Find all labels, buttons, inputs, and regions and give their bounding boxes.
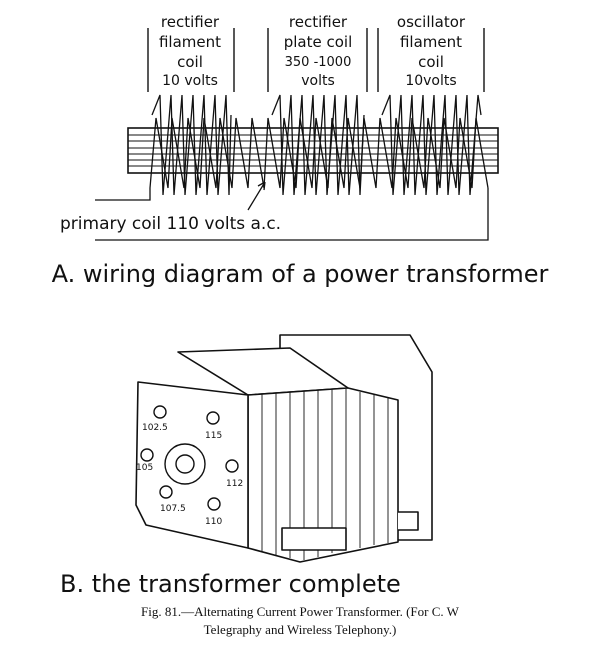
primary-lead-wire (95, 188, 489, 241)
diagram-a-title: A. wiring diagram of a power transformer (52, 260, 549, 288)
rectifier-filament-coil-label: rectifier filament coil 10 volts (159, 13, 221, 89)
label-line: filament (159, 33, 221, 51)
tap-labels: 102.5 105 107.5 110 112 115 (136, 423, 243, 527)
label-line: plate coil (284, 33, 353, 51)
transformer-drawing (135, 334, 433, 563)
bracket (267, 28, 368, 92)
rectifier-filament-winding (151, 94, 232, 196)
primary-winding (149, 117, 489, 189)
oscillator-filament-winding (381, 94, 482, 196)
label-line: rectifier (289, 13, 348, 31)
diagram-b-title: B. the transformer complete (60, 570, 401, 598)
label-line: rectifier (161, 13, 220, 31)
tap-terminal (206, 411, 220, 425)
mounting-foot (281, 527, 347, 551)
tap-label: 110 (205, 517, 222, 527)
rectifier-plate-winding (271, 94, 365, 196)
label-line: filament (400, 33, 462, 51)
bracket (147, 28, 235, 92)
tap-terminals (140, 405, 239, 511)
label-line: coil (177, 53, 203, 71)
tap-label: 107.5 (160, 504, 186, 514)
label-line: volts (301, 73, 335, 89)
label-line: 10 volts (162, 73, 218, 89)
fin-lines (261, 389, 389, 560)
selector-knob-hub (175, 454, 195, 474)
tap-terminal (140, 448, 154, 462)
label-line: 350 -1000 (285, 55, 352, 70)
tap-label: 115 (205, 431, 222, 441)
tap-terminal (207, 497, 221, 511)
tap-terminal (159, 485, 173, 499)
bracket (377, 28, 485, 92)
tap-terminal (153, 405, 167, 419)
wiring-diagram: primary coil 110 volts a.c. (60, 94, 499, 241)
label-arrow (247, 181, 266, 211)
primary-lead-wire (95, 188, 151, 201)
figure-caption-line-2: Telegraphy and Wireless Telephony.) (203, 622, 397, 637)
tap-label: 112 (226, 479, 243, 489)
tap-terminal (225, 459, 239, 473)
label-line: coil (418, 53, 444, 71)
label-line: oscillator (397, 13, 466, 31)
rectifier-plate-coil-label: rectifier plate coil 350 -1000 volts (284, 13, 353, 89)
tap-label: 105 (136, 463, 153, 473)
figure-caption-line-1: Fig. 81.—Alternating Current Power Trans… (141, 604, 459, 619)
label-line: 10volts (405, 73, 456, 89)
primary-coil-label: primary coil 110 volts a.c. (60, 214, 281, 234)
tap-label: 102.5 (142, 423, 168, 433)
coil-brackets (147, 28, 485, 92)
mounting-bracket (398, 511, 419, 531)
oscillator-filament-coil-label: oscillator filament coil 10volts (397, 13, 466, 89)
